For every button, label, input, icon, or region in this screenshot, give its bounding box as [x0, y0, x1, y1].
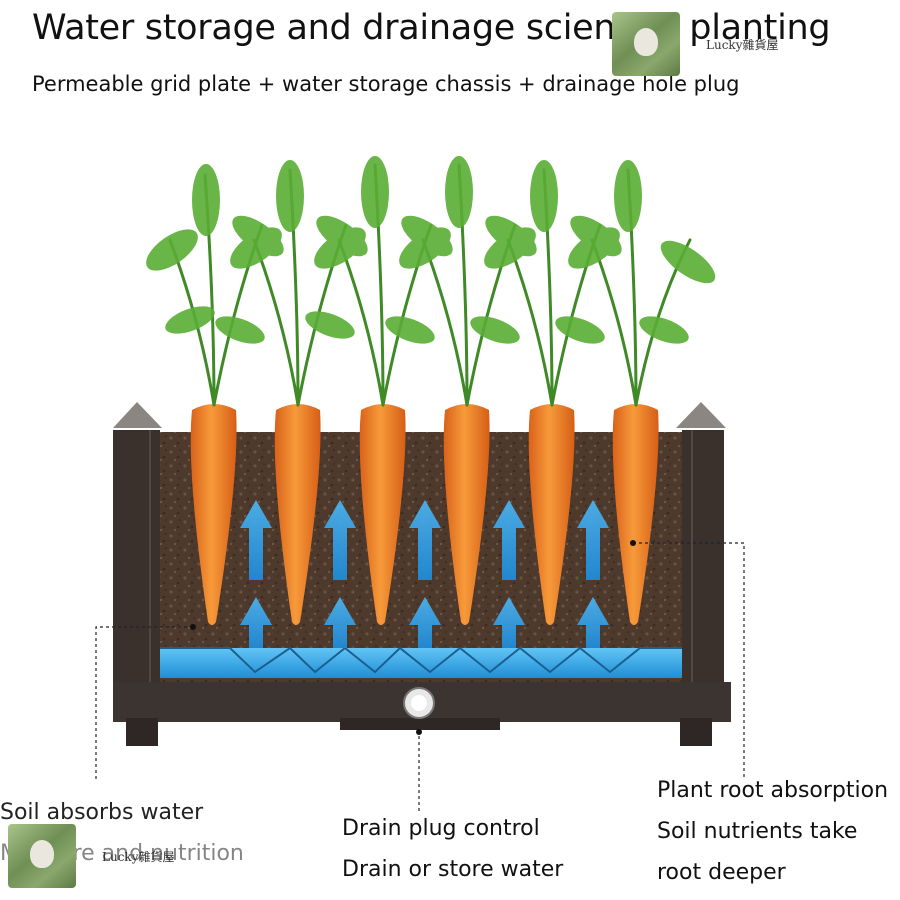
watermark-logo [612, 12, 680, 76]
watermark-text: Lucky雜貨屋 [102, 849, 175, 864]
carrot [274, 404, 321, 625]
callout-line: root deeper [657, 860, 786, 885]
callout-line: Drain plug control [342, 816, 540, 841]
carrot [528, 404, 575, 625]
callout-root-absorption: Plant root absorption Soil nutrients tak… [657, 770, 888, 893]
carrot [359, 404, 406, 625]
carrot-foliage [146, 156, 716, 407]
callout-leaders [95, 542, 745, 812]
water-storage-layer [160, 648, 682, 678]
watermark-text: Lucky雜貨屋 [706, 37, 779, 52]
callout-line: Drain or store water [342, 857, 564, 882]
carrot [190, 404, 237, 625]
callout-line: Soil nutrients take [657, 819, 858, 844]
callout-line: Soil absorbs water [0, 800, 204, 825]
callout-line: Plant root absorption [657, 778, 889, 803]
watermark-logo [8, 824, 76, 888]
callout-drain-plug: Drain plug control Drain or store water [342, 808, 563, 890]
water-flow-arrows [240, 500, 609, 648]
carrots [190, 404, 659, 625]
page-title: Water storage and drainage scientific pl… [32, 8, 831, 48]
carrot [443, 404, 490, 625]
watermark: Lucky雜貨屋 [612, 12, 778, 76]
carrot [612, 404, 659, 625]
watermark: Lucky雜貨屋 [8, 824, 174, 888]
page-subtitle: Permeable grid plate + water storage cha… [32, 72, 740, 96]
